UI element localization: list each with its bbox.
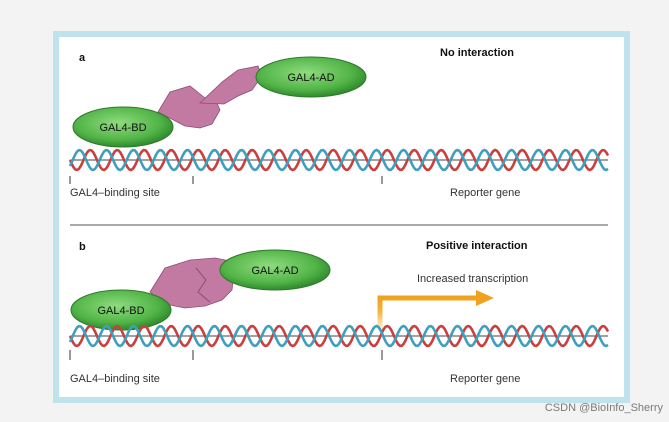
panel-b-transcription-label: Increased transcription <box>417 273 528 285</box>
panel-b-bd-label: GAL4-BD <box>97 305 144 317</box>
panel-a-ad-protein <box>255 56 367 98</box>
panel-a-site-label: GAL4–binding site <box>70 187 160 199</box>
panel-a-dna-helix <box>68 148 610 172</box>
panel-b-bait-prey-complex <box>149 257 236 309</box>
panel-a-heading: No interaction <box>440 47 514 59</box>
panel-b-ad-protein <box>219 249 331 291</box>
panel-b-site-label: GAL4–binding site <box>70 373 160 385</box>
watermark: CSDN @BioInfo_Sherry <box>544 402 663 414</box>
panel-b-transcription-arrowhead <box>476 290 494 306</box>
panel-b-gene-label: Reporter gene <box>450 373 520 385</box>
panel-b-transcription-arrow-shaft <box>377 295 478 330</box>
panel-b-ad-label: GAL4-AD <box>251 265 298 277</box>
panel-b-interaction-seam <box>195 267 211 303</box>
panel-b-letter: b <box>79 241 86 253</box>
panel-a-letter: a <box>79 52 86 64</box>
dna-strand-blue <box>68 148 609 172</box>
panel-a-bd-protein <box>72 106 174 148</box>
panel-a-prey-fragment <box>199 65 263 105</box>
panel-a-gene-label: Reporter gene <box>450 187 520 199</box>
dna-strand-red <box>68 324 610 348</box>
panel-b-dna-helix <box>68 324 610 348</box>
panel-b-heading: Positive interaction <box>426 240 528 252</box>
panel-a-bd-label: GAL4-BD <box>99 122 146 134</box>
dna-strand-red <box>68 148 610 172</box>
dna-strand-blue <box>68 324 609 348</box>
panel-a-ad-label: GAL4-AD <box>287 72 334 84</box>
